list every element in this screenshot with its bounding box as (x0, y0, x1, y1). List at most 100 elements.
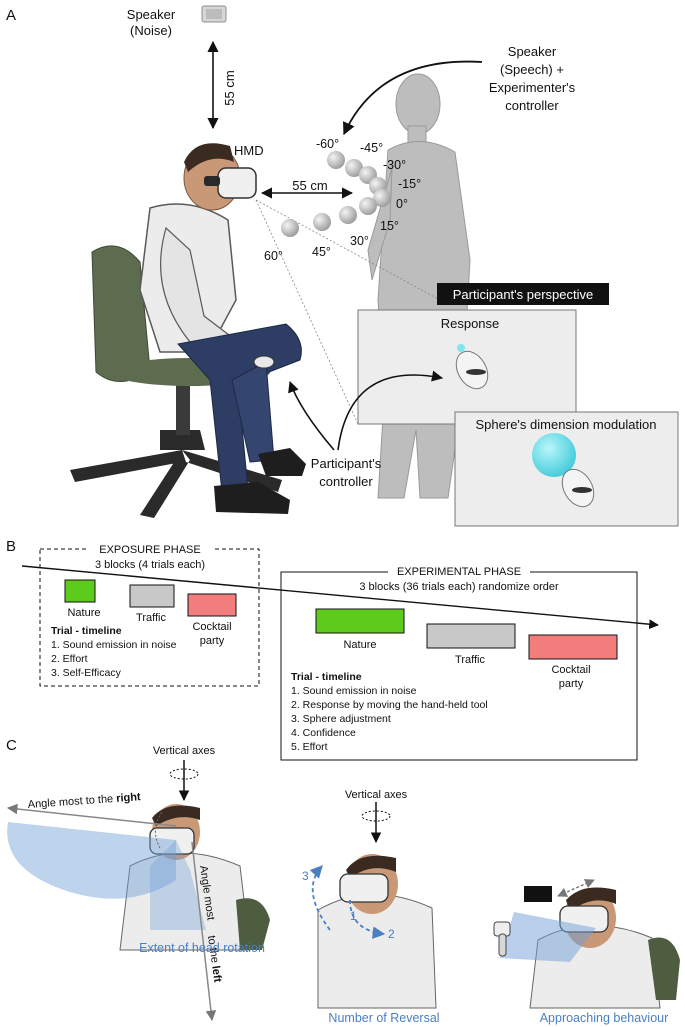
exposure-nature-swatch (64, 579, 96, 603)
reversal-person (317, 854, 437, 1009)
participant-figure (70, 143, 306, 518)
exposure-phase-box (39, 548, 260, 687)
sphere-30 (339, 206, 357, 224)
head-rotation-person (119, 804, 270, 951)
vertical-axes-label-1: Vertical axes (153, 745, 216, 757)
approach-area (500, 912, 596, 962)
approach-distance-arrow (557, 879, 595, 897)
angle-minus45: -45° (360, 141, 383, 155)
exposure-title: EXPOSURE PHASE (99, 544, 200, 556)
experimental-title: EXPERIMENTAL PHASE (397, 566, 521, 578)
exposure-title-bg (88, 542, 212, 556)
panel-c-letter: C (6, 737, 17, 754)
angle-30: 30° (350, 234, 369, 248)
angle-right-arrow (6, 803, 177, 827)
speaker-speech-line1: Speaker (508, 44, 557, 59)
angle-minus60: -60° (316, 137, 339, 151)
exposure-step-1: 1. Sound emission in noise (51, 639, 177, 651)
rotation-extent-area-left (150, 840, 206, 930)
experimental-cocktail-label-2: party (559, 678, 584, 690)
fov-line-right (255, 199, 441, 301)
perspective-title: Participant's perspective (453, 287, 594, 302)
exposure-traffic-label: Traffic (136, 612, 166, 624)
angle-right-bold: right (116, 791, 142, 805)
horizontal-distance-label: 55 cm (292, 178, 327, 193)
speaker-speech-line3: Experimenter's (489, 80, 576, 95)
experimental-cocktail-label-1: Cocktail (551, 664, 590, 676)
sphere-modulation-label: Sphere's dimension modulation (476, 417, 657, 432)
angle-minus15: -15° (398, 177, 421, 191)
experimental-title-bg (388, 565, 530, 579)
reversal-number-3: 3 (302, 869, 309, 883)
angle-left-label-2: to the left (205, 935, 223, 984)
hmd-label: HMD (234, 143, 264, 158)
panel-a-letter: A (6, 7, 16, 24)
exposure-step-2: 2. Effort (51, 653, 88, 665)
fov-line-left (255, 199, 359, 425)
participant-controller-line1: Participant's (311, 456, 382, 471)
noise-speaker-icon (201, 5, 227, 23)
vertical-distance-label: 55 cm (222, 70, 237, 105)
sphere-minus45 (345, 159, 363, 177)
experimental-traffic-swatch (426, 623, 516, 649)
sphere-45 (313, 213, 331, 231)
timeline-arrow (21, 565, 659, 630)
angle-right-prefix: Angle most to the (27, 793, 116, 811)
rotation-ellipse-2 (361, 810, 391, 822)
angle-45: 45° (312, 245, 331, 259)
speaker-noise-line1: Speaker (127, 7, 176, 22)
experimental-subtitle: 3 blocks (36 trials each) randomize orde… (359, 581, 559, 593)
angle-left-bold: left (209, 965, 223, 983)
speaker-noise-line2: (Noise) (130, 23, 172, 38)
sphere-minus60 (327, 151, 345, 169)
experimental-timeline-title: Trial - timeline (291, 671, 362, 683)
reversal-number-2: 2 (388, 927, 395, 941)
reversal-number-1: 1 (350, 909, 357, 923)
exposure-cocktail-swatch (187, 593, 237, 617)
handheld-controller-icon (493, 921, 511, 957)
experimental-nature-swatch (315, 608, 405, 634)
speaker-speech-line2: (Speech) + (500, 62, 564, 77)
controller-arrow-left (288, 380, 335, 451)
angle-60: 60° (264, 249, 283, 263)
experimental-nature-label: Nature (343, 639, 376, 651)
sphere-0 (373, 189, 391, 207)
controller-arrow-right (337, 370, 444, 451)
caption-number-reversal: Number of Reversal (328, 1011, 439, 1025)
reversal-arrow-3 (309, 865, 331, 931)
rotation-extent-area (7, 822, 176, 899)
exposure-traffic-swatch (129, 584, 175, 608)
experimental-cocktail-swatch (528, 634, 618, 660)
speaker-box-icon (524, 886, 552, 902)
sphere-60 (281, 219, 299, 237)
experimental-step-2: 2. Response by moving the hand-held tool (291, 699, 488, 711)
response-label: Response (441, 316, 500, 331)
sphere-15 (359, 197, 377, 215)
experimental-step-3: 3. Sphere adjustment (291, 713, 391, 725)
angle-left-mid: to the (205, 935, 221, 967)
angle-left-arrow (191, 841, 217, 1022)
angle-right-label: Angle most to the right (27, 791, 141, 811)
speaker-speech-line4: controller (505, 98, 559, 113)
experimental-step-5: 5. Effort (291, 741, 328, 753)
response-view (357, 309, 577, 425)
angle-15: 15° (380, 219, 399, 233)
vertical-axes-label-2: Vertical axes (345, 789, 408, 801)
exposure-subtitle: 3 blocks (4 trials each) (95, 559, 205, 571)
caption-head-rotation: Extent of head rotation (139, 941, 265, 955)
angle-minus30: -30° (383, 158, 406, 172)
exposure-nature-label: Nature (67, 607, 100, 619)
exposure-cocktail-label-1: Cocktail (192, 621, 231, 633)
caption-approaching: Approaching behaviour (540, 1011, 669, 1025)
rotation-ellipse-1 (169, 768, 199, 780)
perspective-title-bg (437, 283, 609, 305)
angle-0: 0° (396, 197, 408, 211)
panel-b-letter: B (6, 538, 16, 555)
speaker-speech-arrow (343, 60, 483, 136)
participant-controller-line2: controller (319, 474, 373, 489)
exposure-step-3: 3. Self-Efficacy (51, 667, 122, 679)
experimental-step-1: 1. Sound emission in noise (291, 685, 417, 697)
target-spheres (281, 151, 391, 237)
exposure-cocktail-label-2: party (200, 635, 225, 647)
